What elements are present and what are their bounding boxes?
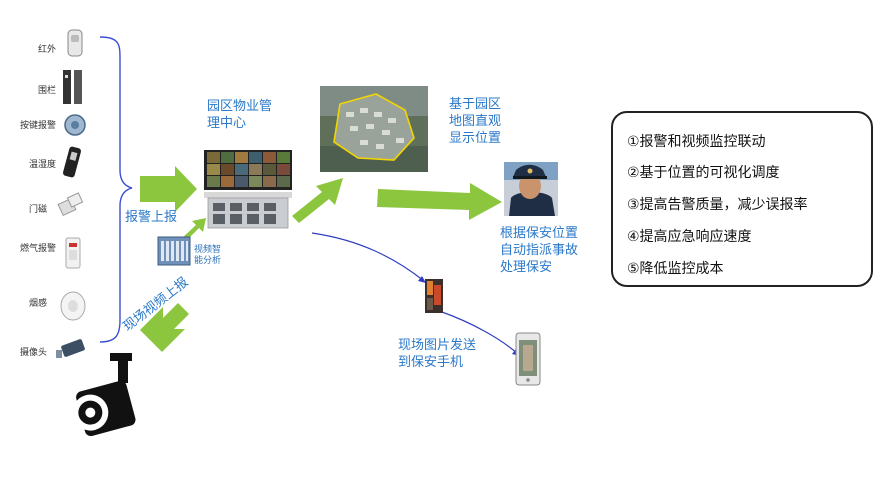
photo-label-line1: 现场图片发送 xyxy=(398,338,477,353)
infrared-sensor-icon xyxy=(67,29,83,57)
campus-map-icon xyxy=(320,86,428,172)
camera-icon xyxy=(56,339,85,358)
benefit-item-4: ④提高应急响应速度 xyxy=(627,229,752,245)
center-to-map-arrow xyxy=(292,178,343,223)
video-analysis-label-line1: 视频智 xyxy=(194,245,222,255)
sensor-label-alarm-button: 按键报警 xyxy=(20,121,57,131)
sensor-label-thermo: 温湿度 xyxy=(29,160,57,170)
sensor-label-door-magnet: 门磁 xyxy=(29,205,48,215)
sensor-label-infrared: 红外 xyxy=(38,45,57,55)
benefit-item-3: ③提高告警质量，减少误报率 xyxy=(627,197,808,213)
scene-photo-icon xyxy=(425,279,443,313)
fence-sensor-icon xyxy=(63,70,82,104)
map-label-line1: 基于园区 xyxy=(449,97,502,112)
security-guard-icon xyxy=(504,162,558,216)
photo-label-line2: 到保安手机 xyxy=(398,355,464,370)
sensor-group-bracket xyxy=(99,36,133,343)
center-to-photo-line xyxy=(311,232,425,282)
surveillance-camera-icon xyxy=(72,353,136,437)
guard-label-line1: 根据保安位置 xyxy=(500,226,579,241)
benefit-item-5: ⑤降低监控成本 xyxy=(627,261,724,277)
sensor-label-fence: 围栏 xyxy=(38,86,57,96)
benefits-box: ①报警和视频监控联动 ②基于位置的可视化调度 ③提高告警质量，减少误报率 ④提高… xyxy=(611,111,873,287)
video-analysis-server-icon xyxy=(157,236,191,266)
video-report-arrow xyxy=(140,303,189,352)
sensor-label-camera: 摄像头 xyxy=(20,348,48,358)
alarm-report-arrow xyxy=(140,166,197,212)
center-title-line2: 理中心 xyxy=(207,116,247,131)
center-to-photo-arrowhead xyxy=(418,276,426,283)
guard-label-line3: 处理保安 xyxy=(500,260,553,275)
smoke-detector-icon xyxy=(60,291,86,321)
alarm-button-icon xyxy=(64,114,86,136)
center-title-line1: 园区物业管 xyxy=(207,99,273,114)
video-analysis-label-line2: 能分析 xyxy=(194,256,222,266)
gas-alarm-icon xyxy=(65,237,81,269)
map-label-line2: 地图直观 xyxy=(449,114,502,129)
thermo-hygrometer-icon xyxy=(62,146,82,178)
video-wall-icon xyxy=(204,150,292,229)
map-to-guard-arrow xyxy=(377,183,502,220)
door-magnet-icon xyxy=(57,192,84,217)
guard-label-line2: 自动指派事故 xyxy=(500,243,579,258)
benefit-item-2: ②基于位置的可视化调度 xyxy=(627,165,780,181)
photo-to-phone-line xyxy=(441,311,519,355)
sensor-label-smoke: 烟感 xyxy=(29,299,48,309)
mobile-phone-icon xyxy=(515,332,541,386)
alarm-report-label: 报警上报 xyxy=(125,210,178,225)
sensor-label-gas-alarm: 燃气报警 xyxy=(20,244,57,254)
map-label-line3: 显示位置 xyxy=(449,131,502,146)
benefit-item-1: ①报警和视频监控联动 xyxy=(627,134,766,150)
